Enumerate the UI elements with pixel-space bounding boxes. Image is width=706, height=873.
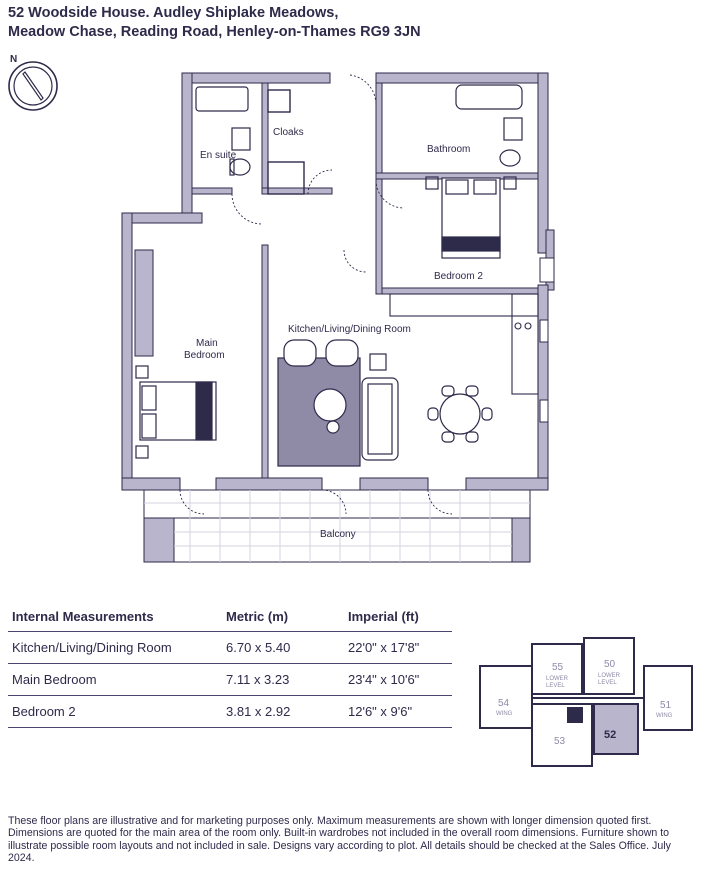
unit-51-label: 51 xyxy=(660,700,672,711)
unit-55-lower: LOWER xyxy=(546,676,569,682)
table-cell: 3.81 x 2.92 xyxy=(222,695,344,728)
property-title-line-2: Meadow Chase, Reading Road, Henley-on-Th… xyxy=(8,24,421,40)
compass-label: N xyxy=(10,54,17,65)
unit-55-label: 55 xyxy=(552,662,564,673)
doors xyxy=(179,74,453,515)
bathroom-label: Bathroom xyxy=(427,144,470,155)
balcony xyxy=(143,489,531,563)
table-cell: Bedroom 2 xyxy=(8,695,222,728)
unit-53-label: 53 xyxy=(554,736,566,747)
unit-50-level: LEVEL xyxy=(598,680,617,686)
table-cell: 22'0" x 17'8" xyxy=(344,631,452,664)
cloaks-fixtures xyxy=(267,89,305,195)
measurements-table: Internal Measurements Metric (m) Imperia… xyxy=(8,601,452,728)
unit-50-label: 50 xyxy=(604,659,616,670)
en-suite-label: En suite xyxy=(200,150,237,161)
table-header: Metric (m) xyxy=(226,609,289,624)
table-cell: 12'6" x 9'6" xyxy=(344,695,452,728)
property-title-line-1: 52 Woodside House. Audley Shiplake Meado… xyxy=(8,5,339,21)
table-header: Internal Measurements xyxy=(12,609,154,624)
north-compass-icon: N xyxy=(8,54,58,111)
table-cell: 23'4" x 10'6" xyxy=(344,663,452,696)
property-title: 52 Woodside House. Audley Shiplake Meado… xyxy=(8,4,421,42)
table-cell: 6.70 x 5.40 xyxy=(222,631,344,664)
bedroom-2-bed xyxy=(425,176,517,259)
balcony-tiles xyxy=(144,490,530,562)
table-cell: Kitchen/Living/Dining Room xyxy=(8,631,222,664)
table-cell: 7.11 x 3.23 xyxy=(222,663,344,696)
unit-52-label: 52 xyxy=(604,729,616,741)
table-header: Imperial (ft) xyxy=(348,609,419,624)
unit-54-label: 54 xyxy=(498,698,510,709)
table-row: Bedroom 2 3.81 x 2.92 12'6" x 9'6" xyxy=(8,695,452,728)
balcony-label: Balcony xyxy=(320,529,356,540)
key-plan: 55 LOWER LEVEL 50 LOWER LEVEL 54 WING 51… xyxy=(479,637,693,767)
cloaks-label: Cloaks xyxy=(273,127,304,138)
main-bedroom-label-line-2: Bedroom xyxy=(184,350,225,361)
bathroom-fixtures xyxy=(455,84,523,167)
bedroom-2-label: Bedroom 2 xyxy=(434,271,483,282)
unit-54-wing: WING xyxy=(496,711,513,717)
en-suite-fixtures xyxy=(195,86,251,176)
main-bedroom-label-line-1: Main xyxy=(196,338,218,349)
living-area-furniture xyxy=(277,339,493,467)
windows xyxy=(539,257,555,423)
exterior-walls xyxy=(121,72,555,491)
unit-51-wing: WING xyxy=(656,713,673,719)
table-cell: Main Bedroom xyxy=(8,663,222,696)
table-row: Main Bedroom 7.11 x 3.23 23'4" x 10'6" xyxy=(8,663,452,696)
kitchen-units xyxy=(389,293,539,395)
floor-plan: N En suite xyxy=(8,54,555,563)
kitchen-living-dining-label: Kitchen/Living/Dining Room xyxy=(288,324,411,335)
unit-55-level: LEVEL xyxy=(546,683,565,689)
unit-50-lower: LOWER xyxy=(598,673,621,679)
disclaimer: These floor plans are illustrative and f… xyxy=(8,815,671,865)
table-row: Kitchen/Living/Dining Room 6.70 x 5.40 2… xyxy=(8,631,452,664)
main-bedroom-bed xyxy=(135,365,217,459)
